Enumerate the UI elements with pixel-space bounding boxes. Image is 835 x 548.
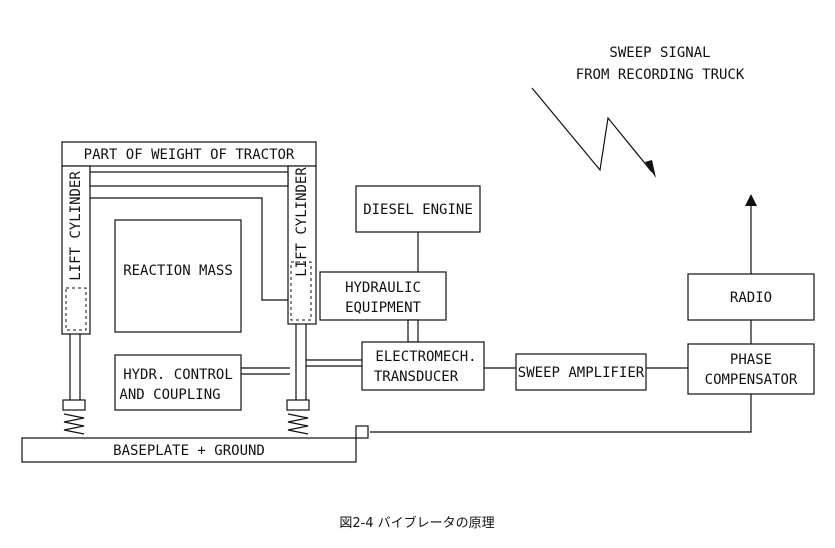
transducer-label-1: ELECTROMECH. — [375, 349, 476, 365]
feedback-line — [370, 394, 752, 433]
lift-cylinder-right-label: LIFT CYLINDER — [294, 167, 310, 277]
sweep-signal-label-2: FROM RECORDING TRUCK — [576, 67, 745, 83]
left-foot — [62, 399, 86, 411]
lift-cylinder-left-label: LIFT CYLINDER — [68, 171, 84, 281]
diesel-engine-box — [355, 185, 481, 233]
phase-compensator-label-1: PHASE — [730, 352, 772, 368]
hydr-control-label-2: AND COUPLING — [119, 387, 220, 403]
phase-compensator-label-2: COMPENSATOR — [705, 372, 798, 388]
lift-cylinder-left-piston — [65, 287, 87, 331]
sweep-signal-arrow — [531, 87, 653, 173]
hydraulic-box — [319, 271, 447, 321]
sweep-amplifier-box — [515, 353, 647, 391]
hydraulic-coupler — [407, 319, 419, 343]
lift-cylinder-right-piston — [290, 261, 312, 321]
sweep-signal-label-1: SWEEP SIGNAL — [609, 45, 710, 61]
lift-cylinder-left — [61, 165, 91, 335]
reaction-mass-box — [114, 219, 242, 333]
baseplate-box — [21, 437, 357, 463]
left-spring — [63, 413, 85, 435]
right-foot — [286, 399, 310, 411]
tractor-weight-box — [61, 141, 317, 167]
frame-crossbar — [89, 171, 289, 187]
baseplate-sensor — [355, 425, 369, 439]
figure-caption: 図2-4 バイブレータの原理 — [339, 515, 494, 531]
sweep-amplifier-label: SWEEP AMPLIFIER — [518, 365, 645, 381]
phase-compensator-box — [687, 343, 815, 395]
radio-label: RADIO — [730, 290, 772, 306]
tractor-weight-label: PART OF WEIGHT OF TRACTOR — [84, 147, 295, 163]
diesel-engine-label: DIESEL ENGINE — [363, 202, 473, 218]
hydr-control-label-1: HYDR. CONTROL — [123, 367, 233, 383]
hydraulic-label-2: EQUIPMENT — [345, 300, 421, 316]
reaction-mass-label: REACTION MASS — [123, 263, 233, 279]
frame-inner-line — [90, 197, 288, 301]
baseplate-label: BASEPLATE + GROUND — [113, 443, 265, 459]
sweep-signal-arrowhead — [645, 160, 656, 178]
right-spring — [287, 413, 309, 435]
hydr-control-box — [114, 354, 242, 411]
transducer-box — [361, 341, 485, 391]
hydraulic-label-1: HYDRAULIC — [345, 280, 421, 296]
transducer-label-2: TRANSDUCER — [374, 369, 459, 385]
